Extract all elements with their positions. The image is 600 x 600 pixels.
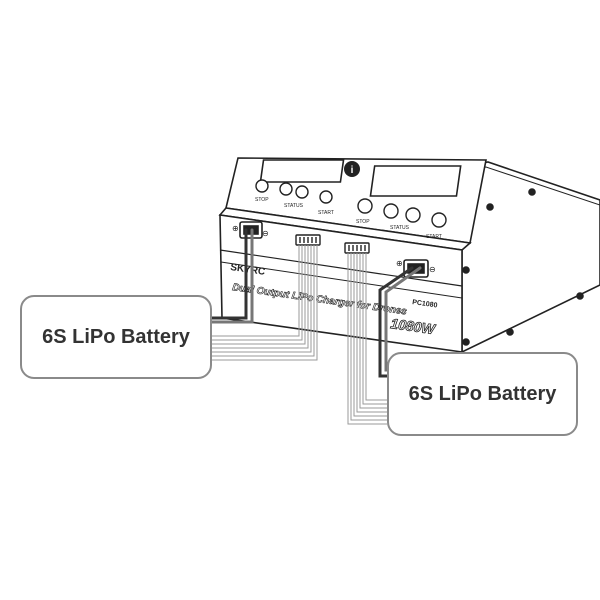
left-plus-mark: ⊕ <box>232 224 239 233</box>
left-stop-label: STOP <box>255 197 269 203</box>
left-start-button[interactable] <box>319 190 333 204</box>
left-power-cable <box>210 228 254 324</box>
brand-logo-icon: i <box>344 161 360 177</box>
right-battery-label: 6S LiPo Battery <box>408 382 557 405</box>
right-minus-mark: ⊖ <box>429 265 436 274</box>
right-up-button[interactable] <box>405 207 421 223</box>
left-balance-connector <box>295 234 321 246</box>
right-power-cable <box>378 266 422 378</box>
svg-text:i: i <box>351 165 354 176</box>
right-button-group <box>357 198 447 228</box>
left-battery-callout: 6S LiPo Battery <box>20 295 212 379</box>
charger-front-face <box>219 214 463 353</box>
power-label: 1080W <box>390 315 438 337</box>
left-status-label: STATUS <box>284 203 304 209</box>
left-stop-button[interactable] <box>255 179 269 193</box>
left-minus-mark: ⊖ <box>262 229 269 238</box>
right-status-label: STATUS <box>390 225 410 231</box>
right-down-button[interactable] <box>383 203 399 219</box>
right-display <box>369 165 462 197</box>
left-start-label: START <box>318 210 334 216</box>
right-plus-mark: ⊕ <box>396 259 403 268</box>
right-balance-connector <box>344 242 370 254</box>
left-display <box>259 159 345 183</box>
right-balance-wires <box>347 253 387 425</box>
right-output-port <box>403 259 429 278</box>
left-balance-wires <box>212 245 318 361</box>
right-start-label: START <box>426 234 442 240</box>
right-battery-callout: 6S LiPo Battery <box>387 352 578 436</box>
brand-label: SKYRC <box>230 262 266 278</box>
right-start-button[interactable] <box>431 212 447 228</box>
model-label: PC1080 <box>412 299 438 309</box>
left-up-button[interactable] <box>295 185 309 199</box>
left-button-group <box>255 179 333 204</box>
left-down-button[interactable] <box>279 182 293 196</box>
right-stop-button[interactable] <box>357 198 373 214</box>
right-stop-label: STOP <box>356 219 370 225</box>
left-battery-label: 6S LiPo Battery <box>42 325 190 348</box>
